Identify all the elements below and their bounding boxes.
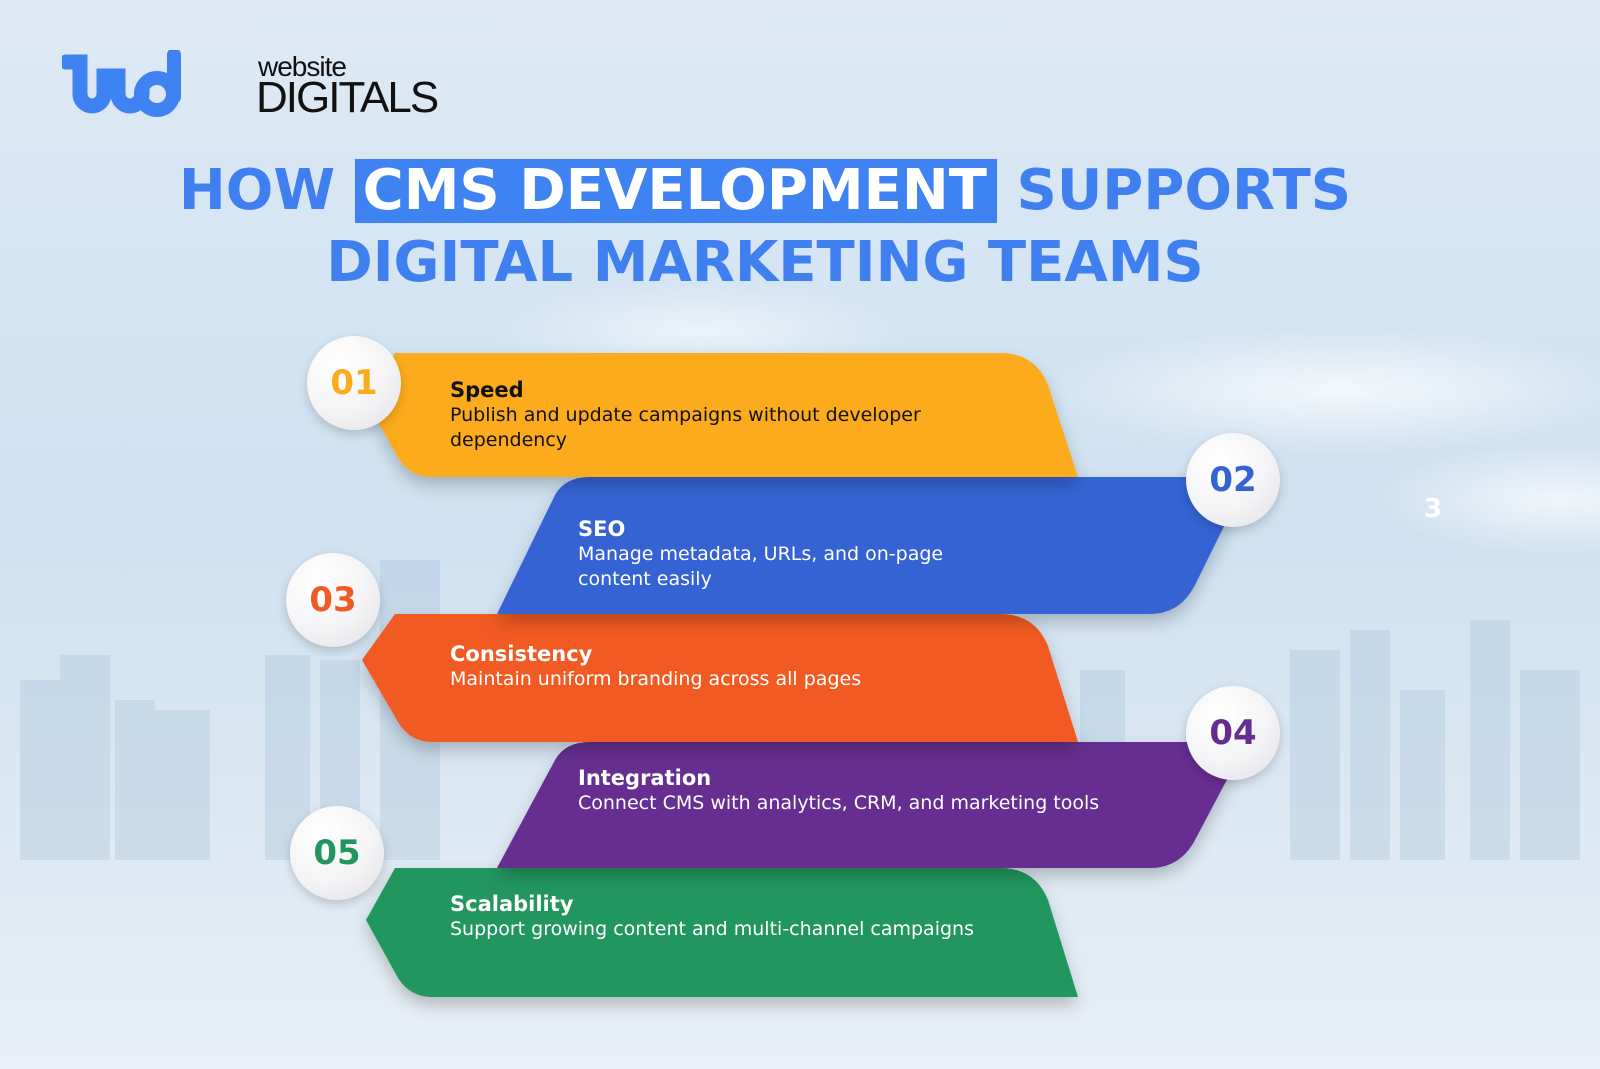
step-description: Maintain uniform branding across all pag… [450, 668, 862, 690]
page-title-line1: HOW CMS DEVELOPMENT SUPPORTS [0, 156, 1530, 226]
step-number-05: 05 [290, 806, 384, 900]
step-heading: SEO [578, 517, 626, 541]
step-heading: Integration [578, 766, 712, 790]
step-item-scalability: Scalability Support growing content and … [450, 891, 1020, 942]
title-suffix: SUPPORTS [1016, 158, 1352, 223]
step-number-01: 01 [307, 336, 401, 430]
band-01 [366, 353, 1078, 477]
step-heading: Consistency [450, 642, 593, 666]
logo-text-digitals: DIGITALS [256, 73, 439, 122]
step-heading: Scalability [450, 892, 574, 916]
step-item-consistency: Consistency Maintain uniform branding ac… [450, 641, 1050, 692]
step-description: Manage metadata, URLs, and on-page conte… [578, 543, 944, 590]
wd-logo-mark-icon [62, 50, 181, 117]
step-item-seo: SEO Manage metadata, URLs, and on-page c… [578, 516, 1018, 592]
step-description: Connect CMS with analytics, CRM, and mar… [578, 792, 1100, 814]
band-04 [497, 742, 1232, 868]
band-03 [362, 614, 1078, 742]
brand-logo: website DIGITALS [62, 50, 439, 122]
page-title-line2: DIGITAL MARKETING TEAMS [326, 230, 1204, 295]
step-number-02: 02 [1186, 433, 1280, 527]
step-item-integration: Integration Connect CMS with analytics, … [578, 765, 1148, 816]
title-prefix: HOW [178, 158, 336, 223]
step-item-speed: Speed Publish and update campaigns witho… [450, 377, 1010, 453]
band-05 [366, 868, 1078, 997]
title-highlight: CMS DEVELOPMENT [354, 159, 997, 223]
stray-number-mark: 3 [1424, 494, 1443, 524]
step-number-04: 04 [1186, 686, 1280, 780]
step-description: Publish and update campaigns without dev… [450, 404, 921, 451]
step-description: Support growing content and multi-channe… [450, 918, 974, 940]
step-number-03: 03 [286, 553, 380, 647]
step-heading: Speed [450, 378, 524, 402]
logo-text-website: website [258, 51, 347, 82]
band-02 [497, 477, 1232, 614]
